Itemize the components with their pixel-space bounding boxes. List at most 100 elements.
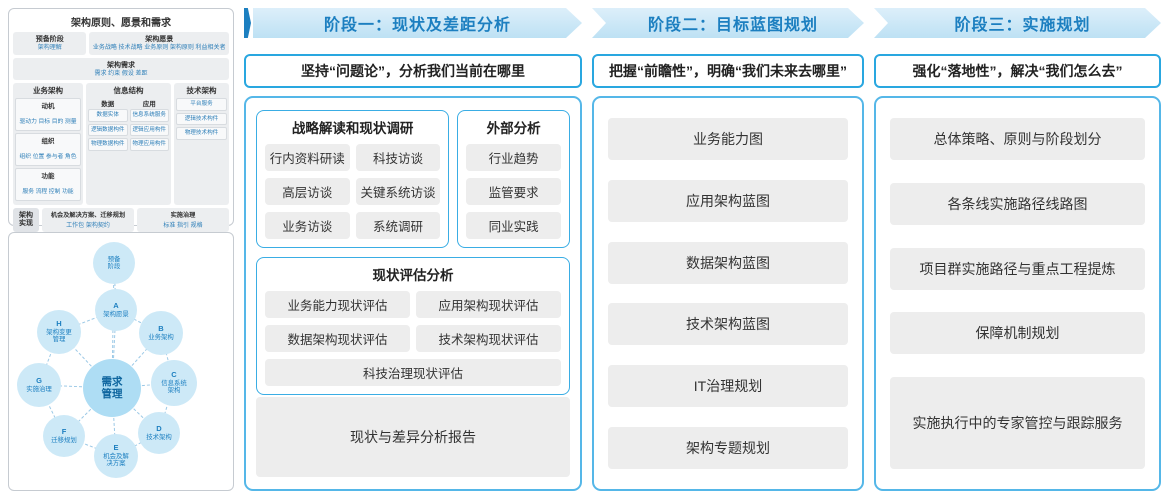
- implementation-label-text: 架构实现: [18, 211, 33, 227]
- preliminary-phase-box: 预备阶段 架构理解: [13, 32, 87, 55]
- adm-node-h-change-management: H 架构变更管理: [37, 310, 81, 354]
- data-item: 数据实体: [88, 109, 128, 122]
- architecture-vision-box: 架构愿景 业务战略 技术战略 业务原则 架构原则 利益相关者: [89, 32, 229, 55]
- phase2-column: 阶段二：目标蓝图规划 把握“前瞻性”，明确“我们未来去哪里” 业务能力图 应用架…: [592, 8, 864, 491]
- external-item: 同业实践: [466, 212, 561, 239]
- phase2-subtitle-text: 把握“前瞻性”，明确“我们未来去哪里”: [609, 63, 847, 79]
- external-item: 监管要求: [466, 178, 561, 205]
- phase1-header-row: 阶段一：现状及差距分析: [244, 8, 582, 38]
- research-item: 高层访谈: [265, 178, 350, 205]
- information-subcolumns: 数据 数据实体 逻辑数据构件 物理数据构件 应用 信息系统服务 逻辑应用构件 物…: [88, 98, 169, 153]
- phase3-column: 阶段三：实施规划 强化“落地性”，解决“我们怎么去” 总体策略、原则与阶段划分 …: [874, 8, 1161, 491]
- research-item: 行内资料研读: [265, 144, 350, 171]
- adm-node-letter: E: [113, 443, 119, 453]
- application-item: 物理应用构件: [129, 138, 169, 152]
- phase1-subtitle-text: 坚持“问题论”，分析我们当前在哪里: [301, 63, 525, 79]
- left-reference-column: 架构原则、愿景和需求 预备阶段 架构理解 架构愿景 业务战略 技术战略 业务原则…: [8, 8, 234, 491]
- research-item: 关键系统访谈: [355, 178, 441, 205]
- tech-item: 物理技术构件: [176, 127, 227, 141]
- phase1-header-label: 阶段一：现状及差距分析: [323, 17, 511, 34]
- function-group: 功能 服务 流程 控制 功能: [15, 168, 81, 201]
- adm-node-letter: D: [156, 424, 162, 433]
- phase3-header-label: 阶段三：实施规划: [954, 17, 1091, 34]
- adm-node-label: 业务架构: [148, 333, 174, 341]
- assessment-item: 数据架构现状评估: [265, 325, 410, 352]
- adm-node-label: 架构变更管理: [46, 328, 72, 344]
- adm-node-letter: C: [171, 370, 177, 380]
- implementation-label: 架构实现: [13, 208, 39, 232]
- strategy-research-grid: 行内资料研读 科技访谈 高层访谈 关键系统访谈 业务访谈 系统调研: [265, 144, 441, 239]
- adm-node-label: 实施治理: [26, 385, 52, 393]
- technical-architecture-title: 技术架构: [186, 86, 217, 95]
- assessment-item: 应用架构现状评估: [416, 291, 561, 318]
- business-architecture-title: 业务架构: [33, 86, 63, 95]
- phase1-subtitle-box: 坚持“问题论”，分析我们当前在哪里: [244, 54, 582, 88]
- phase2-header-row: 阶段二：目标蓝图规划: [592, 8, 864, 38]
- phase3-subtitle-box: 强化“落地性”，解决“我们怎么去”: [874, 54, 1161, 88]
- gap-analysis-report-box: 现状与差异分析报告: [256, 397, 570, 477]
- phase2-header-arrow: 阶段二：目标蓝图规划: [592, 8, 864, 38]
- application-subcolumn: 应用 信息系统服务 逻辑应用构件 物理应用构件: [129, 98, 169, 153]
- phases-area: 阶段一：现状及差距分析 坚持“问题论”，分析我们当前在哪里 战略解读和现状调研 …: [244, 8, 1161, 491]
- opportunities-migration-box: 机会及解决方案、迁移规划 工作包 架构契约: [42, 208, 134, 232]
- adm-node-letter: B: [158, 324, 164, 333]
- adm-node-d-technology-architecture: D 技术架构: [138, 412, 180, 454]
- group-items: 服务 流程 控制 功能: [22, 189, 74, 195]
- phase1-header-arrow: 阶段一：现状及差距分析: [253, 8, 582, 38]
- implementation-governance-box: 实施治理 标准 指引 规格: [137, 208, 229, 232]
- group-label: 功能: [41, 173, 55, 180]
- phase3-header-row: 阶段三：实施规划: [874, 8, 1161, 38]
- adm-node-preliminary: 预备阶段: [93, 242, 135, 284]
- impl-box-items: 工作包 架构契约: [66, 223, 110, 229]
- adm-node-label: 预备阶段: [107, 255, 121, 270]
- adm-node-g-implementation-governance: G 实施治理: [17, 363, 61, 407]
- external-item: 行业趋势: [466, 144, 561, 171]
- architecture-framework-panel: 架构原则、愿景和需求 预备阶段 架构理解 架构愿景 业务战略 技术战略 业务原则…: [8, 8, 234, 232]
- adm-node-label: 架构愿景: [103, 310, 129, 318]
- phase3-subtitle-text: 强化“落地性”，解决“我们怎么去”: [912, 63, 1123, 79]
- phase1-panel: 战略解读和现状调研 行内资料研读 科技访谈 高层访谈 关键系统访谈 业务访谈 系…: [244, 96, 582, 491]
- architecture-implementation-row: 架构实现 机会及解决方案、迁移规划 工作包 架构契约 实施治理 标准 指引 规格: [13, 208, 229, 232]
- assessment-item: 科技治理现状评估: [265, 359, 561, 386]
- information-structure-column: 信息结构 数据 数据实体 逻辑数据构件 物理数据构件 应用 信息系统服务 逻辑应…: [86, 83, 171, 205]
- strategy-research-title: 战略解读和现状调研: [291, 121, 414, 136]
- impl-box-items: 标准 指引 规格: [163, 223, 203, 229]
- business-architecture-column: 业务架构 动机 驱动力 目标 目的 测量 组织 组织 位置 参与者 角色 功能 …: [13, 83, 83, 205]
- adm-node-label: 机会及解决方案: [103, 452, 129, 468]
- adm-node-label: 需求管理: [101, 375, 123, 400]
- data-item: 逻辑数据构件: [88, 123, 128, 137]
- technical-architecture-column: 技术架构 平台服务 逻辑技术构件 物理技术构件: [174, 83, 229, 205]
- impl-box-title: 实施治理: [170, 212, 196, 219]
- adm-node-f-migration-planning: F 迁移规划: [43, 415, 85, 457]
- phase2-item: IT治理规划: [608, 365, 848, 408]
- motivation-group: 动机 驱动力 目标 目的 测量: [15, 98, 81, 131]
- adm-node-label: 迁移规划: [51, 436, 77, 444]
- architecture-vision-label: 架构愿景: [145, 36, 174, 43]
- adm-node-label: 技术架构: [146, 433, 172, 441]
- application-item: 逻辑应用构件: [129, 123, 169, 137]
- phase3-item: 保障机制规划: [890, 312, 1145, 355]
- application-label: 应用: [142, 101, 156, 108]
- phase2-item: 业务能力图: [608, 118, 848, 160]
- external-analysis-box: 外部分析 行业趋势 监管要求 同业实践: [457, 110, 570, 248]
- adm-cycle-panel: 预备阶段 A 架构愿景 B 业务架构 C 信息系统架构 D 技术架构 E 机会及…: [8, 232, 234, 491]
- data-item: 物理数据构件: [88, 138, 128, 152]
- data-subcolumn: 数据 数据实体 逻辑数据构件 物理数据构件: [88, 98, 128, 153]
- assessment-box: 现状评估分析 业务能力现状评估 应用架构现状评估 数据架构现状评估 技术架构现状…: [256, 257, 570, 395]
- phase3-item: 实施执行中的专家管控与跟踪服务: [890, 377, 1145, 469]
- preliminary-phase-items: 架构理解: [37, 45, 62, 51]
- group-items: 驱动力 目标 目的 测量: [19, 119, 77, 125]
- strategy-research-box: 战略解读和现状调研 行内资料研读 科技访谈 高层访谈 关键系统访谈 业务访谈 系…: [256, 110, 450, 248]
- assessment-title: 现状评估分析: [372, 268, 454, 283]
- phase2-subtitle-box: 把握“前瞻性”，明确“我们未来去哪里”: [592, 54, 864, 88]
- adm-node-e-opportunities-solutions: E 机会及解决方案: [94, 434, 138, 478]
- framework-top-row: 预备阶段 架构理解 架构愿景 业务战略 技术战略 业务原则 架构原则 利益相关者: [13, 32, 229, 55]
- tech-item: 平台服务: [176, 98, 227, 111]
- group-items: 组织 位置 参与者 角色: [19, 154, 77, 160]
- preliminary-phase-label: 预备阶段: [35, 36, 64, 43]
- architecture-requirements-box: 架构需求 需求 约束 假设 差距: [13, 57, 229, 80]
- adm-node-c-information-systems: C 信息系统架构: [151, 360, 197, 406]
- research-item: 科技访谈: [355, 144, 441, 171]
- adm-node-b-business-architecture: B 业务架构: [139, 311, 183, 355]
